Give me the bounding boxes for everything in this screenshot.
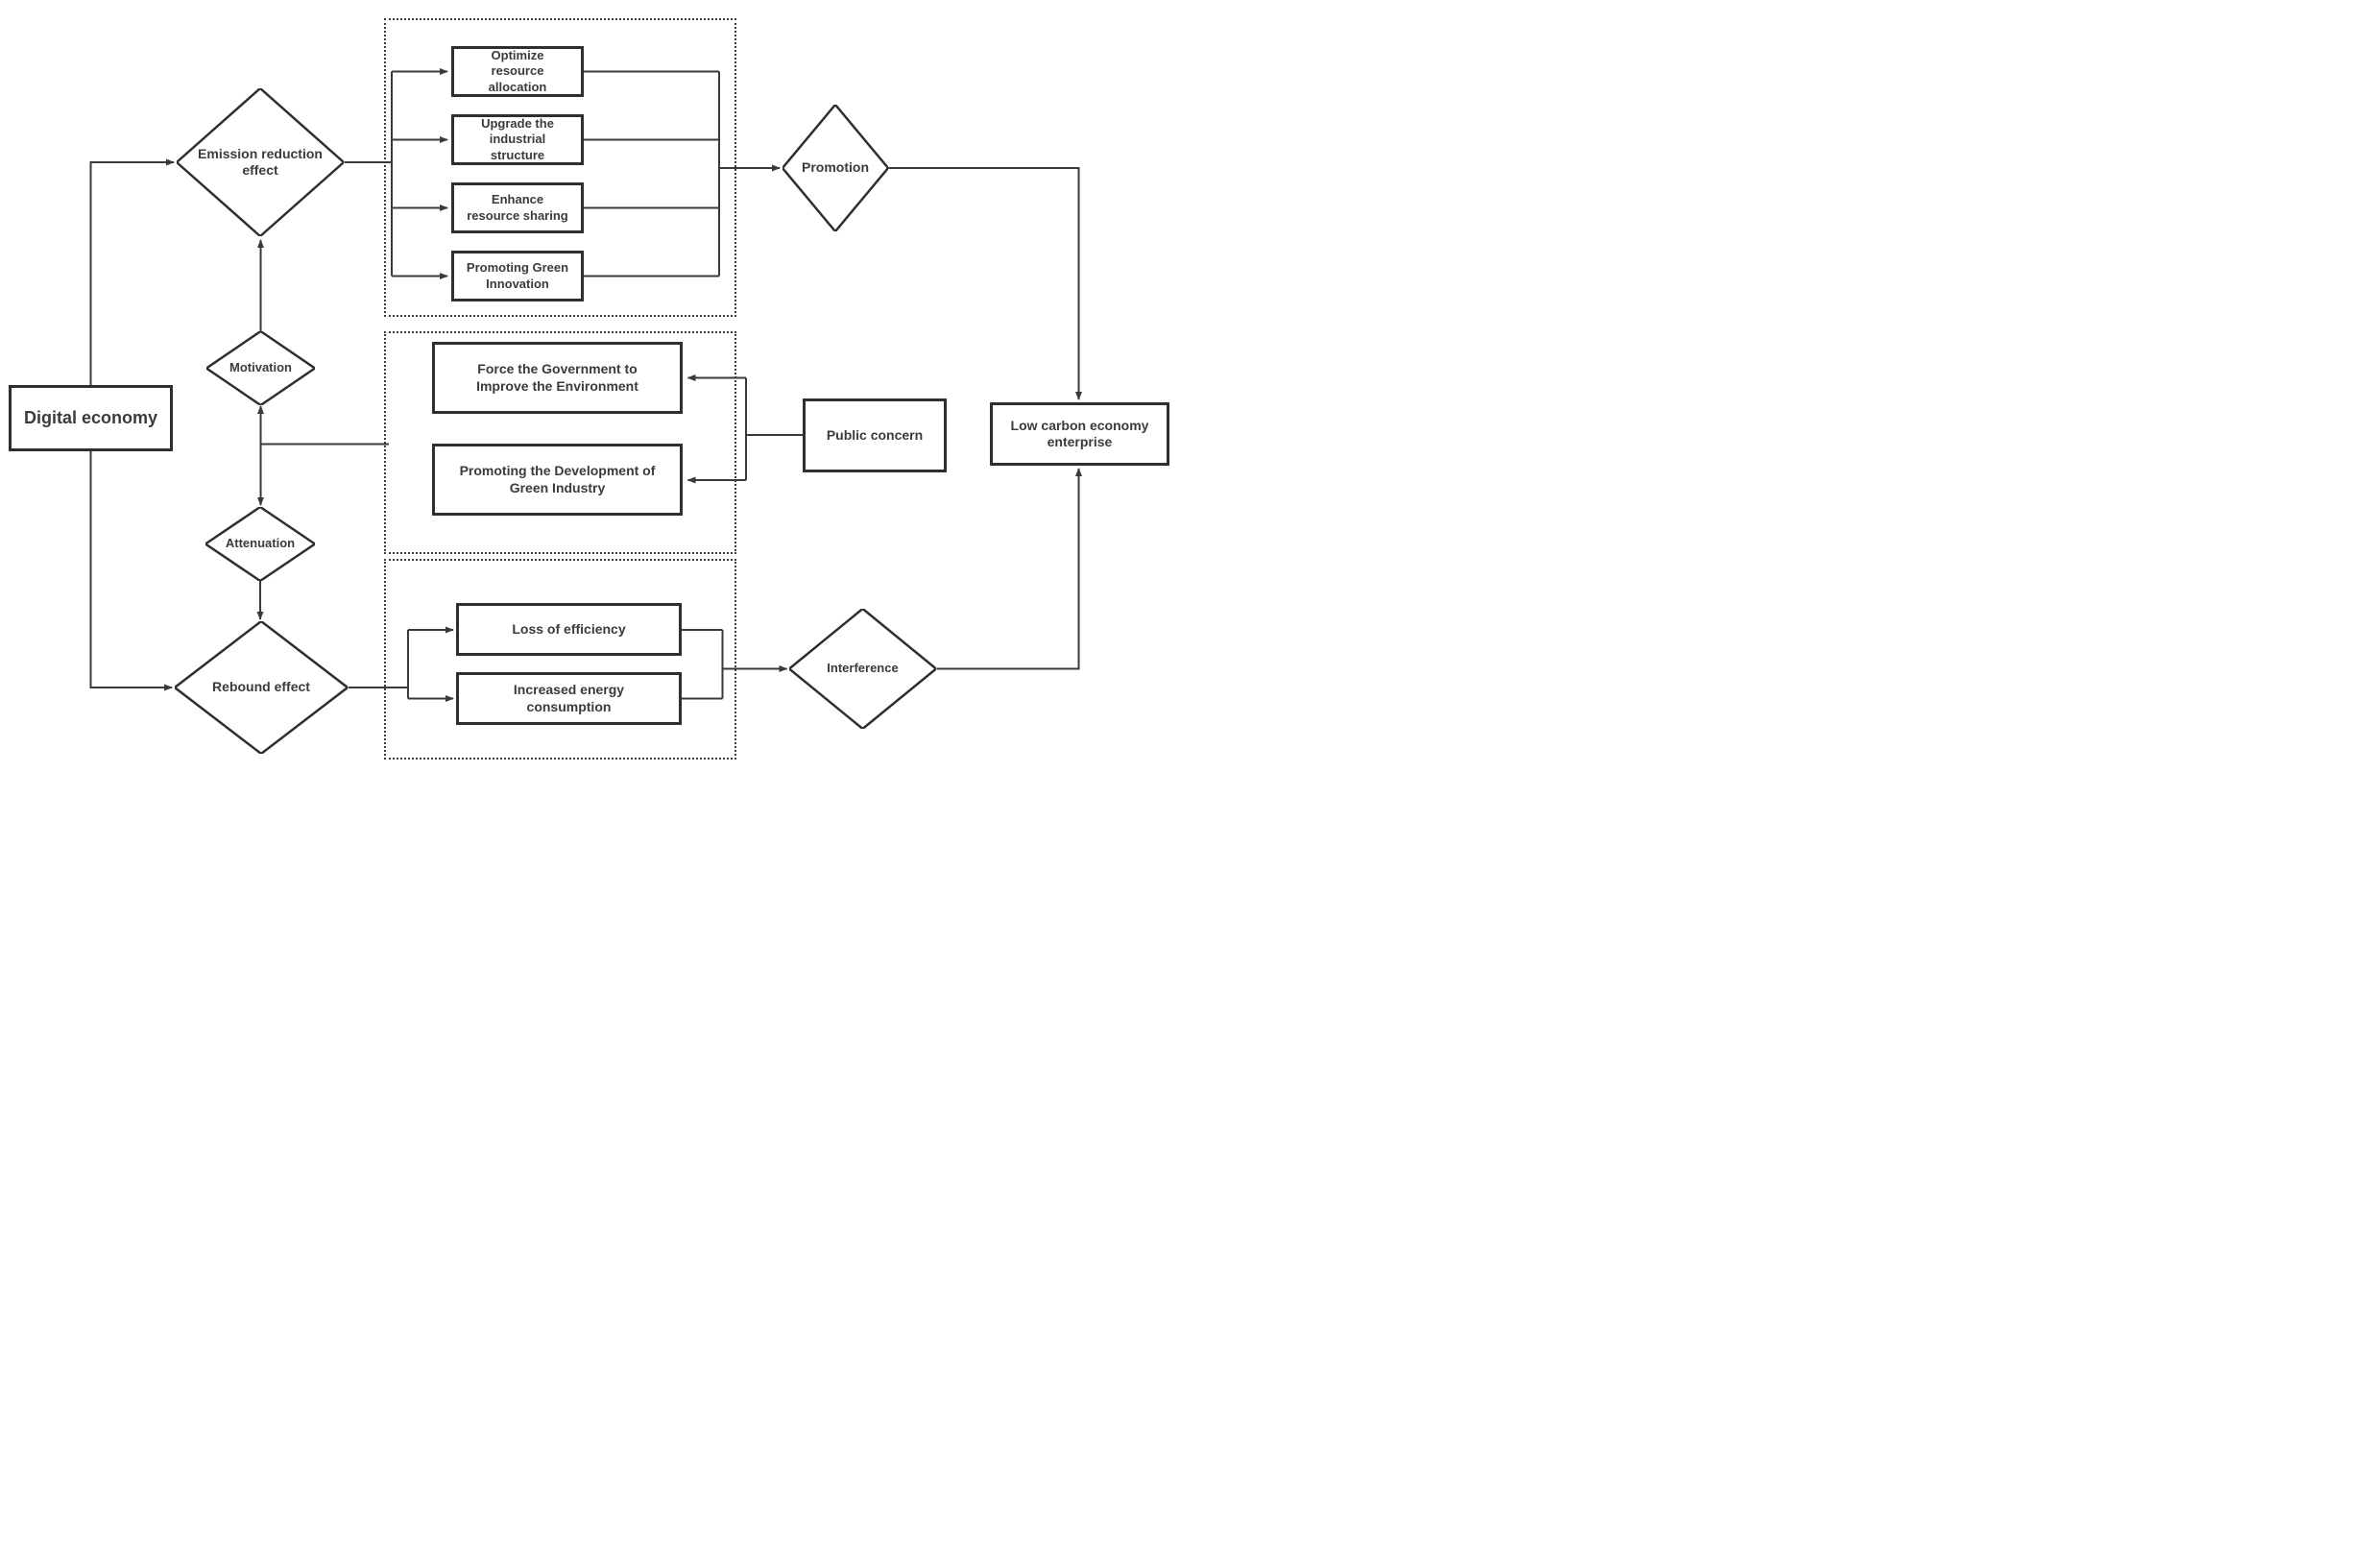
node-label: Motivation bbox=[229, 360, 292, 375]
node-loss-of-efficiency: Loss of efficiency bbox=[456, 603, 682, 656]
node-label: Attenuation bbox=[225, 536, 296, 551]
node-label: Promoting the Development of Green Indus… bbox=[459, 463, 656, 495]
node-promoting-green-innovation: Promoting Green Innovation bbox=[451, 251, 584, 302]
node-label: Enhance resource sharing bbox=[467, 192, 568, 223]
flowchart-canvas: Digital economy Optimize resource alloca… bbox=[0, 0, 1180, 784]
node-label: Force the Government to Improve the Envi… bbox=[476, 361, 638, 394]
node-label: Increased energy consumption bbox=[513, 682, 625, 714]
node-low-carbon-economy-enterprise: Low carbon economy enterprise bbox=[990, 402, 1169, 466]
diamond-shape bbox=[789, 609, 936, 729]
node-rebound-effect: Rebound effect bbox=[175, 621, 348, 754]
node-label: Public concern bbox=[826, 426, 924, 443]
diamond-shape bbox=[783, 105, 888, 231]
node-increased-energy-consumption: Increased energy consumption bbox=[456, 672, 682, 725]
node-public-concern: Public concern bbox=[803, 398, 947, 472]
node-attenuation: Attenuation bbox=[205, 507, 315, 581]
node-force-government-improve-environment: Force the Government to Improve the Envi… bbox=[432, 342, 683, 414]
node-motivation: Motivation bbox=[206, 331, 315, 405]
node-upgrade-industrial-structure: Upgrade the industrial structure bbox=[451, 114, 584, 165]
diamond-shape bbox=[177, 88, 344, 236]
connector-lines bbox=[89, 68, 1082, 702]
node-interference: Interference bbox=[789, 609, 936, 729]
node-digital-economy: Digital economy bbox=[9, 385, 173, 451]
dotted-group-government-mechanisms bbox=[384, 331, 736, 554]
node-label: Emission reduction effect bbox=[198, 145, 323, 179]
diamond-shape bbox=[206, 331, 315, 405]
node-label: Digital economy bbox=[23, 408, 158, 428]
dotted-group-rebound-mechanisms bbox=[384, 559, 736, 760]
node-label: Promoting Green Innovation bbox=[466, 260, 569, 291]
node-label: Low carbon economy enterprise bbox=[1010, 417, 1149, 450]
node-promotion: Promotion bbox=[783, 105, 888, 231]
node-label: Upgrade the industrial structure bbox=[481, 116, 554, 162]
node-emission-reduction-effect: Emission reduction effect bbox=[177, 88, 344, 236]
diamond-shape bbox=[175, 621, 348, 754]
node-optimize-resource-allocation: Optimize resource allocation bbox=[451, 46, 584, 97]
node-enhance-resource-sharing: Enhance resource sharing bbox=[451, 182, 584, 233]
node-label: Interference bbox=[827, 661, 899, 676]
node-label: Loss of efficiency bbox=[512, 620, 626, 637]
node-promoting-development-green-industry: Promoting the Development of Green Indus… bbox=[432, 444, 683, 516]
diamond-shape bbox=[205, 507, 315, 581]
node-label: Promotion bbox=[802, 159, 869, 176]
node-label: Optimize resource allocation bbox=[488, 48, 547, 94]
node-label: Rebound effect bbox=[212, 679, 310, 695]
